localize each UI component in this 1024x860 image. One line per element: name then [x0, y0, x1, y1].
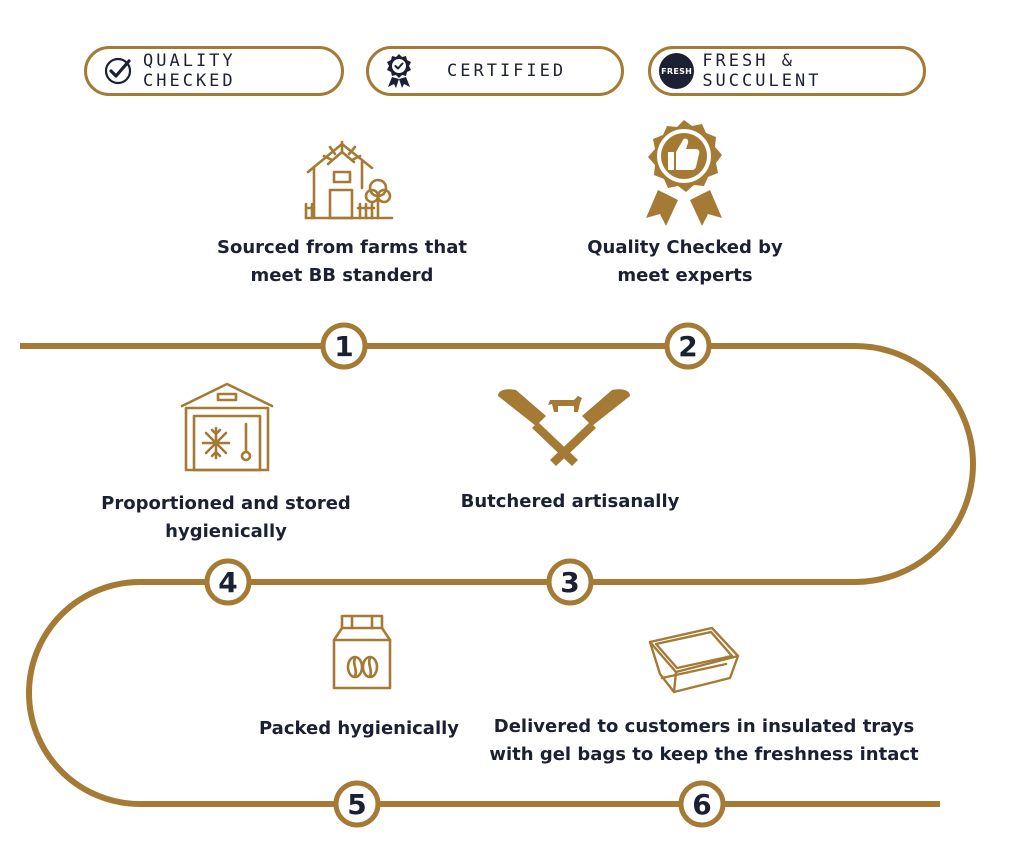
step-marker-5: 5	[333, 780, 381, 828]
step-4-caption: Proportioned and stored hygienically	[86, 490, 366, 546]
step-marker-6: 6	[678, 780, 726, 828]
caption-line: Sourced from farms that	[217, 237, 467, 258]
cold-storage-icon	[180, 382, 274, 472]
crossed-cleavers-cow-icon	[498, 389, 630, 466]
step-marker-circle	[678, 780, 726, 828]
caption-line: meet experts	[617, 265, 753, 286]
step-number: 1	[334, 330, 353, 363]
step-number: 6	[692, 788, 711, 821]
step-marker-circle	[333, 780, 381, 828]
badge-label: CERTIFIED	[447, 61, 567, 81]
step-number: 3	[560, 566, 579, 599]
step-marker-circle	[320, 322, 368, 370]
step-marker-2: 2	[664, 322, 712, 370]
step-marker-1: 1	[320, 322, 368, 370]
caption-line: Packed hygienically	[258, 718, 460, 739]
caption-line: hygienically	[165, 521, 287, 542]
insulated-tray-icon	[648, 626, 740, 694]
step-1-caption: Sourced from farms that meet BB standerd	[192, 234, 492, 290]
step-2-caption: Quality Checked by meet experts	[560, 234, 810, 290]
rosette-check-icon	[383, 53, 415, 89]
step-3-caption: Butchered artisanally	[440, 488, 700, 516]
step-number: 5	[347, 788, 366, 821]
timeline-path	[20, 343, 976, 807]
badge-quality-checked: QUALITY CHECKED	[84, 46, 344, 96]
checkmark-circle-icon	[103, 56, 133, 86]
farm-barn-icon	[304, 140, 394, 220]
step-6-caption: Delivered to customers in insulated tray…	[482, 713, 926, 769]
fresh-seal-icon: FRESH	[659, 53, 695, 89]
caption-line: with gel bags to keep the freshness inta…	[489, 744, 919, 765]
step-marker-circle	[664, 322, 712, 370]
badge-label: FRESH & SUCCULENT	[702, 51, 822, 91]
step-number: 4	[218, 566, 237, 599]
badge-certified: CERTIFIED	[366, 46, 624, 96]
caption-line: Delivered to customers in insulated tray…	[493, 716, 915, 737]
caption-line: Quality Checked by	[587, 237, 783, 258]
step-marker-circle	[204, 558, 252, 606]
step-number: 2	[678, 330, 697, 363]
caption-line: meet BB standerd	[250, 265, 434, 286]
step-marker-3: 3	[546, 558, 594, 606]
thumbs-up-award-icon	[646, 120, 722, 226]
paper-bag-icon	[332, 614, 392, 690]
badge-fresh-succulent: FRESH FRESH & SUCCULENT	[648, 46, 926, 96]
badge-label: QUALITY CHECKED	[143, 51, 236, 91]
caption-line: Butchered artisanally	[460, 491, 680, 512]
step-marker-4: 4	[204, 558, 252, 606]
step-5-caption: Packed hygienically	[244, 715, 474, 743]
step-marker-circle	[546, 558, 594, 606]
caption-line: Proportioned and stored	[101, 493, 351, 514]
